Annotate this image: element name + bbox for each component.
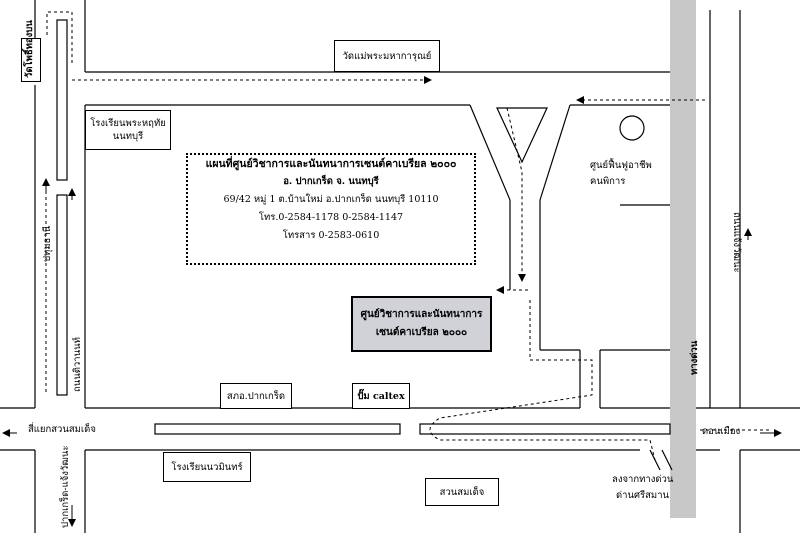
school-box: โรงเรียนพระหฤทัย นนทบุรี bbox=[85, 110, 171, 150]
exit-label-2: ด่านศรีสมาน bbox=[616, 490, 670, 501]
school-label-1: โรงเรียนพระหฤทัย bbox=[90, 118, 166, 129]
destination-line2: เซนต์คาเบรียล ๒๐๐๐ bbox=[375, 327, 468, 338]
road-don-mueang: ดอนเมือง bbox=[702, 426, 741, 437]
road-highway: ทางด่วน bbox=[689, 340, 700, 375]
map-title: แผนที่ศูนย์วิชาการและนันทนาการเซนต์คาเบร… bbox=[205, 158, 457, 170]
map-info-box: แผนที่ศูนย์วิชาการและนันทนาการเซนต์คาเบร… bbox=[186, 153, 476, 265]
map-fax: โทรสาร 0-2583-0610 bbox=[282, 230, 380, 241]
expressway-band bbox=[670, 0, 696, 518]
destination-marker[interactable]: ศูนย์วิชาการและนันทนาการ เซนต์คาเบรียล ๒… bbox=[351, 296, 492, 352]
caltex-label: ปั๊ม caltex bbox=[357, 390, 405, 402]
road-intersection: สี่แยกสวนสมเด็จ bbox=[28, 424, 96, 435]
wat-mae-label: วัดแม่พระมหาการุณย์ bbox=[342, 50, 432, 62]
school-label-2: นนทบุรี bbox=[112, 131, 144, 142]
rehab-label-2: คนพิการ bbox=[590, 176, 626, 187]
police-box: สภอ.ปากเกร็ด bbox=[220, 383, 292, 409]
caltex-box: ปั๊ม caltex bbox=[352, 383, 410, 409]
road-tiwanon: ถนนติวานนท์ bbox=[72, 337, 83, 392]
map-phone: โทร.0-2584-1178 0-2584-1147 bbox=[258, 212, 404, 223]
park-box: สวนสมเด็จ bbox=[425, 478, 499, 506]
exit-label-1: ลงจากทางด่วน bbox=[612, 474, 674, 485]
map-district: อ. ปากเกร็ด จ. นนทบุรี bbox=[283, 176, 379, 187]
nawamin-school-box: โรงเรียนนวมินทร์ bbox=[163, 452, 251, 482]
rehab-label-1: ศูนย์ฟื้นฟูอาชีพ bbox=[590, 160, 652, 171]
road-pakkret-chaengwattana: ปากเกร็ด-แจ้งวัฒนะ bbox=[60, 445, 71, 528]
road-chaeng-watthana: ถนนแจ้งวัฒนะ bbox=[731, 212, 742, 273]
nawamin-school-label: โรงเรียนนวมินทร์ bbox=[171, 461, 243, 473]
temple-label: วัดโพธิ์ทองบน bbox=[24, 20, 35, 78]
temple-box bbox=[21, 38, 41, 82]
map-address: 69/42 หมู่ 1 ต.บ้านใหม่ อ.ปากเกร็ด นนทบุ… bbox=[223, 194, 439, 205]
destination-line1: ศูนย์วิชาการและนันทนาการ bbox=[360, 309, 483, 320]
police-label: สภอ.ปากเกร็ด bbox=[226, 390, 286, 402]
wat-mae-box: วัดแม่พระมหาการุณย์ bbox=[334, 40, 440, 72]
road-pathumthani: ปทุมธานี bbox=[42, 225, 53, 262]
park-label: สวนสมเด็จ bbox=[439, 486, 485, 498]
